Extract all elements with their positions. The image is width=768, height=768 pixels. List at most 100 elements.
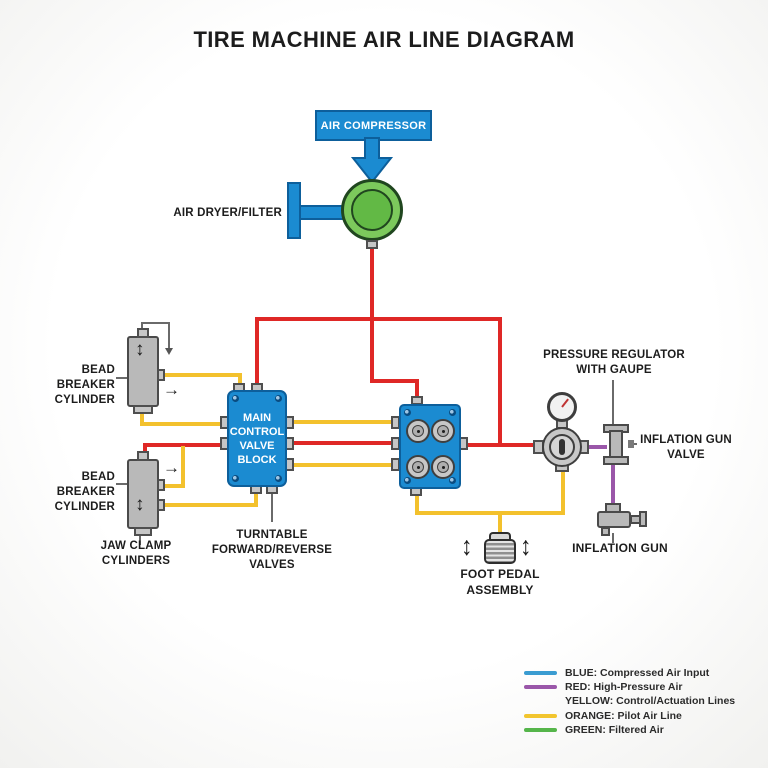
pointer-dash-cylinder2 (116, 483, 127, 485)
main-block-line3: VALVE (239, 439, 275, 452)
gun-valve-body (609, 430, 623, 458)
line-purple-regulator-to-valve (584, 445, 607, 449)
air-dryer-filter-label: AIR DRYER/FILTER (173, 207, 282, 219)
line-yellow-main-bottom-drop (254, 486, 258, 507)
legend-row-orange: ORANGE: Pilot Air Line (524, 709, 735, 723)
line-red-to-regulator (461, 443, 541, 447)
legend-swatch-red (524, 685, 557, 690)
legend-swatch-orange (524, 713, 557, 718)
air-compressor-label: AIR COMPRESSOR (320, 119, 427, 132)
screw-icon (449, 477, 456, 484)
legend-row-yellow: YELLOW: Control/Actuation Lines (524, 694, 735, 708)
valve-knob-icon (431, 419, 455, 443)
jaw-clamp-line1: JAW CLAMP (100, 540, 172, 552)
main-block-line4: BLOCK (237, 453, 277, 466)
line-yellow-cyl2-upper-port (160, 484, 185, 488)
legend-row-red: RED: High-Pressure Air (524, 680, 735, 694)
line-red-center-drop (370, 317, 374, 383)
cylinder1-side-port (157, 369, 165, 381)
turntable-line1: TURNTABLE (236, 529, 308, 541)
legend-swatch-blue (524, 671, 557, 676)
gun-valve-line2: VALVE (667, 449, 705, 461)
cylinder1-motion-arrow-icon: → (163, 380, 180, 399)
pressure-regulator-label: PRESSURE REGULATOR WITH GAUPE (534, 348, 694, 378)
pedal-right-arrow-icon: ↕ (520, 530, 532, 561)
line-yellow-cyl2-riser (181, 446, 185, 488)
line-red-right-drop (498, 317, 502, 447)
pressure-regulator-line1: PRESSURE REGULATOR (543, 349, 685, 361)
pointer-dash-cylinder1 (116, 377, 127, 379)
line-red-drop-to-valve-bank (415, 379, 419, 406)
gun-valve-line1: INFLATION GUN (640, 434, 732, 446)
line-dryer-to-manifold (370, 244, 374, 319)
turntable-valves-label: TURNTABLE FORWARD/REVERSE VALVES (207, 528, 337, 573)
screw-icon (275, 475, 282, 482)
pointer-jaw-clamp (139, 536, 141, 545)
line-red-between-blocks (285, 441, 401, 445)
bead-breaker-1-label: BEAD BREAKER CYLINDER (25, 363, 115, 408)
inflation-gun-nozzle-tip (639, 511, 647, 527)
cylinder2-bottom-port (134, 527, 152, 536)
dryer-bracket-horizontal (299, 205, 344, 220)
legend-swatch-yellow (524, 699, 557, 703)
line-yellow-cyl1-bottom-drop (140, 410, 144, 426)
line-red-jog-right (370, 379, 419, 383)
regulator-slot (559, 439, 565, 455)
line-yellow-cyl2-lower (160, 503, 258, 507)
inflation-gun-trigger (601, 527, 610, 536)
valve-knob-icon (406, 419, 430, 443)
cylinder2-motion-arrow-icon: → (163, 458, 180, 477)
foot-pedal-icon (484, 539, 516, 564)
line-red-main-header (255, 317, 502, 321)
cylinder1-bottom-port (133, 405, 153, 414)
legend-label-yellow: YELLOW: Control/Actuation Lines (565, 695, 736, 708)
pointer-inflation-gun (612, 533, 614, 543)
line-yellow-cyl1-port (160, 373, 242, 377)
loop-cyl1-up (141, 322, 143, 331)
main-block-line1: MAIN (242, 411, 272, 424)
loop-cyl1-down (168, 322, 170, 348)
legend-label-red: RED: High-Pressure Air (565, 681, 683, 694)
screw-icon (449, 409, 456, 416)
loop-arrowhead-icon (165, 348, 173, 355)
bead-breaker-2-line1: BEAD BREAKER (56, 471, 115, 498)
foot-pedal-label: FOOT PEDAL ASSEMBLY (440, 566, 560, 598)
bead-breaker-cylinder-2 (127, 459, 159, 529)
pressure-regulator-line2: WITH GAUPE (576, 364, 652, 376)
legend-label-green: GREEN: Filtered Air (565, 723, 664, 736)
screw-icon (275, 395, 282, 402)
turntable-line3: VALVES (249, 559, 295, 571)
loop-cyl1-across (141, 322, 170, 324)
cylinder2-lower-side-port (157, 499, 165, 511)
pointer-pressure-regulator (612, 380, 614, 425)
line-yellow-to-foot-pedal (498, 511, 502, 535)
inflation-gun-valve-label: INFLATION GUN VALVE (632, 433, 740, 463)
line-yellow-cyl1-to-main (140, 422, 229, 426)
bead-breaker-2-label: BEAD BREAKER CYLINDER (25, 470, 115, 515)
legend-label-blue: BLUE: Compressed Air Input (565, 667, 710, 680)
line-yellow-between-blocks-lower (285, 463, 401, 467)
line-red-drop-to-main-block (255, 317, 259, 393)
line-yellow-between-blocks-upper (285, 420, 401, 424)
gun-valve-bottom-cap (603, 456, 629, 465)
screw-icon (232, 475, 239, 482)
bead-breaker-1-line2: CYLINDER (54, 394, 115, 406)
pointer-turntable-valves (271, 489, 273, 522)
foot-pedal-line2: ASSEMBLY (466, 583, 534, 597)
bead-breaker-2-line2: CYLINDER (54, 501, 115, 513)
page-title: TIRE MACHINE AIR LINE DIAGRAM (193, 27, 575, 52)
line-yellow-valvebank-drop (415, 487, 419, 515)
pedal-left-arrow-icon: ↕ (461, 530, 473, 561)
line-red-to-cylinder2 (143, 443, 229, 447)
cylinder2-upper-side-port (157, 479, 165, 491)
cylinder2-stroke-arrow-icon: ↕ (135, 494, 145, 515)
legend-row-green: GREEN: Filtered Air (524, 723, 735, 737)
legend-swatch-green (524, 727, 557, 732)
valve-knob-icon (406, 455, 430, 479)
cylinder1-top-port (137, 328, 149, 338)
dryer-outlet-port (366, 240, 378, 249)
main-control-valve-block: MAIN CONTROL VALVE BLOCK (227, 390, 287, 487)
air-dryer-filter-inner (351, 189, 393, 231)
bead-breaker-1-line1: BEAD BREAKER (56, 364, 115, 391)
main-block-line2: CONTROL (229, 425, 285, 438)
